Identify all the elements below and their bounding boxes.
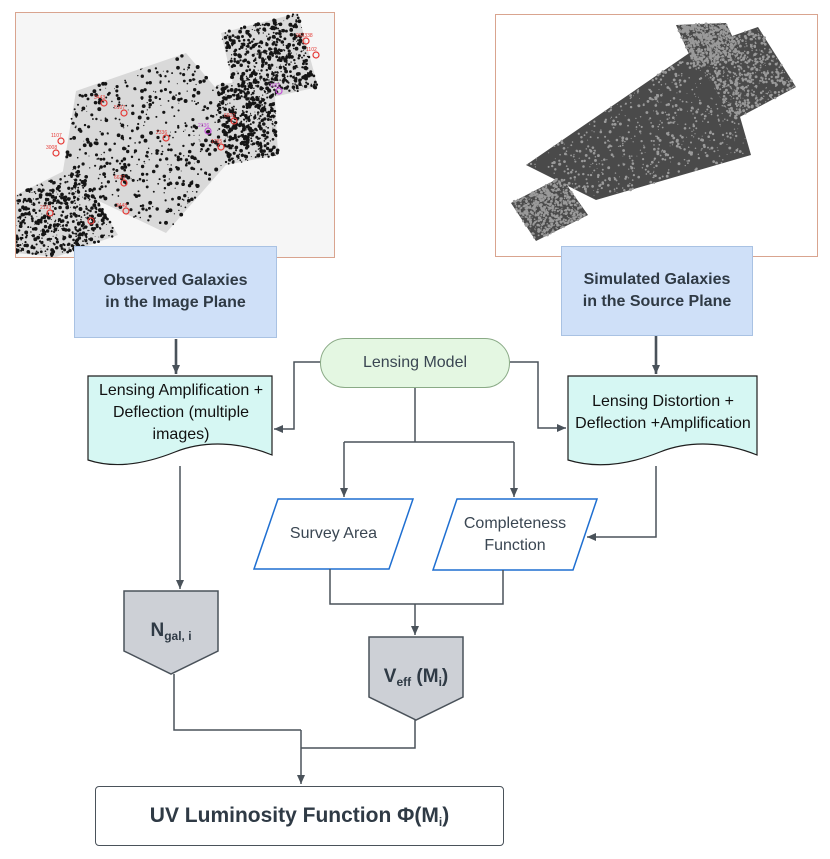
- simulated-galaxies-image: [495, 14, 818, 257]
- galaxy-marker: [52, 149, 60, 157]
- galaxy-marker: [275, 87, 283, 95]
- galaxy-label: 1107: [51, 133, 62, 139]
- n-gal-node: Ngal, i: [124, 614, 218, 648]
- galaxy-label: 1785: [211, 139, 222, 145]
- lensing-amplification-shape: [87, 375, 273, 466]
- galaxy-label: 2193: [40, 205, 51, 211]
- galaxy-marker: [230, 117, 238, 125]
- observed-galaxies-map: 963338 1102 1082 6602 2136 1785 2336 5107 3443 11…: [16, 13, 334, 257]
- galaxy-label: 5107: [114, 105, 125, 111]
- galaxy-marker: [120, 109, 128, 117]
- galaxy-label: 2136: [198, 123, 209, 129]
- survey-area-shape: [252, 498, 415, 570]
- completeness-function-node: Completeness Function: [452, 499, 578, 570]
- galaxy-marker: [204, 127, 212, 135]
- galaxy-marker: [312, 51, 320, 59]
- survey-area-label: Survey Area: [289, 525, 378, 542]
- galaxy-label: 1102: [306, 47, 317, 53]
- galaxy-marker: [57, 137, 65, 145]
- galaxy-marker: [120, 179, 128, 187]
- galaxy-label: 6632: [114, 175, 125, 181]
- v-eff-node: Veff (Mi): [369, 660, 463, 694]
- simulated-galaxies-label: Simulated Galaxies in the Source Plane: [582, 271, 732, 310]
- uv-luminosity-function-node: UV Luminosity Function Φ(Mi): [95, 786, 504, 846]
- uv-luminosity-function-label: UV Luminosity Function Φ(Mi): [149, 803, 450, 829]
- survey-area-node: Survey Area: [268, 499, 399, 569]
- galaxy-marker: [162, 134, 170, 142]
- galaxy-marker: [217, 143, 225, 151]
- connector-lines: [172, 336, 660, 784]
- n-gal-shape: [123, 590, 219, 675]
- observed-galaxies-label: Observed Galaxies in the Image Plane: [103, 272, 248, 311]
- completeness-function-label: Completeness Function: [463, 514, 567, 554]
- lensing-amplification-node: Lensing Amplification + Deflection (mult…: [90, 380, 272, 446]
- galaxy-marker: [122, 207, 130, 215]
- galaxy-label: 3443: [94, 95, 105, 101]
- galaxy-label: 6602: [224, 113, 235, 119]
- observed-galaxies-box: Observed Galaxies in the Image Plane: [74, 246, 277, 338]
- lensing-model-label: Lensing Model: [362, 354, 468, 371]
- observed-galaxies-image: 963338 1102 1082 6602 2136 1785 2336 5107 3443 11…: [15, 12, 335, 258]
- lensing-amplification-label: Lensing Amplification + Deflection (mult…: [98, 382, 264, 443]
- lensing-distortion-node: Lensing Distortion + Deflection +Amplifi…: [571, 380, 755, 446]
- galaxy-marker: [302, 37, 310, 45]
- galaxy-label: 1082: [269, 83, 280, 89]
- observed-field-1: [61, 53, 254, 233]
- simulated-galaxies-map: [511, 22, 796, 241]
- completeness-function-shape: [431, 498, 599, 571]
- lensing-distortion-shape: [567, 375, 758, 466]
- lensing-distortion-label: Lensing Distortion + Deflection +Amplifi…: [575, 393, 751, 432]
- galaxy-label: 3008: [46, 145, 57, 151]
- galaxy-marker: [46, 209, 54, 217]
- galaxy-label: 963338: [296, 33, 313, 39]
- galaxy-label: 3448: [116, 203, 127, 209]
- v-eff-label: Veff (Mi): [383, 665, 449, 689]
- simulated-galaxies-box: Simulated Galaxies in the Source Plane: [561, 246, 753, 336]
- galaxy-label: 2336: [156, 130, 167, 136]
- galaxy-marker: [87, 217, 95, 225]
- v-eff-shape: [368, 636, 464, 721]
- galaxy-marker: [100, 99, 108, 107]
- lensing-model-node: Lensing Model: [320, 338, 510, 388]
- n-gal-label: Ngal, i: [150, 619, 192, 643]
